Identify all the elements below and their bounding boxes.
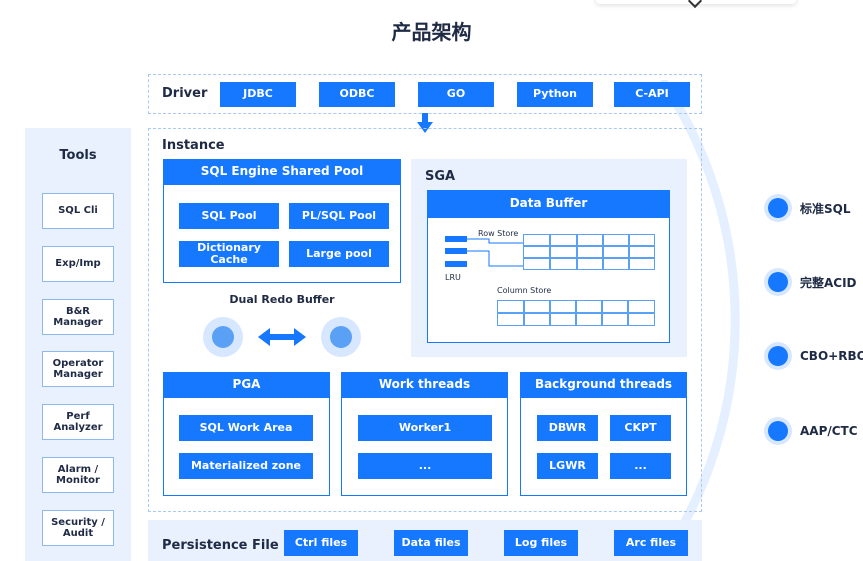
feature-acid: 完整ACID xyxy=(768,272,857,292)
pga-title: PGA xyxy=(163,372,330,398)
driver-odbc: ODBC xyxy=(319,82,395,107)
page-title: 产品架构 xyxy=(391,20,472,44)
sql-work-area: SQL Work Area xyxy=(179,415,313,441)
dbwr: DBWR xyxy=(537,415,598,441)
ctrl-files: Ctrl files xyxy=(284,530,358,556)
feature-aap-ctc: AAP/CTC xyxy=(768,421,858,441)
row-store-grid xyxy=(523,234,655,270)
large-pool: Large pool xyxy=(289,241,389,267)
driver-go: GO xyxy=(418,82,494,107)
dual-redo-graphic xyxy=(203,317,361,357)
lru-label: LRU xyxy=(445,273,461,282)
sql-pool: SQL Pool xyxy=(179,203,279,229)
tool-sql-cli: SQL Cli xyxy=(42,193,114,229)
sga-label: SGA xyxy=(425,169,456,184)
feature-standard-sql: 标准SQL xyxy=(768,198,851,218)
lru-bar-3 xyxy=(445,261,467,267)
data-files: Data files xyxy=(394,530,468,556)
tool-exp-imp: Exp/Imp xyxy=(42,246,114,282)
driver-capi: C-API xyxy=(614,82,690,107)
background-threads-title: Background threads xyxy=(520,372,687,398)
down-arrow-icon xyxy=(417,113,433,133)
log-files: Log files xyxy=(504,530,578,556)
tool-br-manager: B&R Manager xyxy=(42,299,114,335)
arc-files: Arc files xyxy=(614,530,688,556)
double-arrow-icon xyxy=(258,328,306,346)
feature-dot-icon xyxy=(768,198,788,218)
worker1: Worker1 xyxy=(358,415,492,441)
lru-connectors xyxy=(467,238,527,269)
dictionary-cache: Dictionary Cache xyxy=(179,241,279,267)
background-more: ... xyxy=(610,453,671,479)
worker-more: ... xyxy=(358,453,492,479)
features-arc xyxy=(658,80,740,560)
feature-dot-icon xyxy=(768,346,788,366)
persistence-label: Persistence File xyxy=(162,538,279,553)
tool-alarm-monitor: Alarm / Monitor xyxy=(42,457,114,493)
top-tab-decoration xyxy=(596,0,796,4)
work-threads-title: Work threads xyxy=(341,372,508,398)
column-store-label: Column Store xyxy=(497,286,552,295)
driver-python: Python xyxy=(517,82,593,107)
sql-engine-title: SQL Engine Shared Pool xyxy=(163,159,401,185)
dual-redo-label: Dual Redo Buffer xyxy=(229,293,335,306)
ckpt: CKPT xyxy=(610,415,671,441)
instance-box xyxy=(148,128,702,512)
instance-label: Instance xyxy=(162,138,225,153)
feature-dot-icon xyxy=(768,421,788,441)
chevron-down-icon xyxy=(687,0,703,9)
data-buffer-title: Data Buffer xyxy=(427,190,670,218)
tools-label: Tools xyxy=(59,148,97,163)
materialized-zone: Materialized zone xyxy=(179,453,313,479)
tool-operator-manager: Operator Manager xyxy=(42,351,114,387)
plsql-pool: PL/SQL Pool xyxy=(289,203,389,229)
lgwr: LGWR xyxy=(537,453,598,479)
feature-dot-icon xyxy=(768,272,788,292)
tool-security-audit: Security / Audit xyxy=(42,510,114,546)
lru-bar-1 xyxy=(445,236,467,242)
tool-perf-analyzer: Perf Analyzer xyxy=(42,404,114,440)
lru-bar-2 xyxy=(445,248,467,254)
driver-jdbc: JDBC xyxy=(220,82,296,107)
row-store-label: Row Store xyxy=(478,229,519,238)
feature-cbo-rbo: CBO+RBO xyxy=(768,346,863,366)
column-store-grid xyxy=(497,300,655,326)
driver-label: Driver xyxy=(162,86,208,101)
